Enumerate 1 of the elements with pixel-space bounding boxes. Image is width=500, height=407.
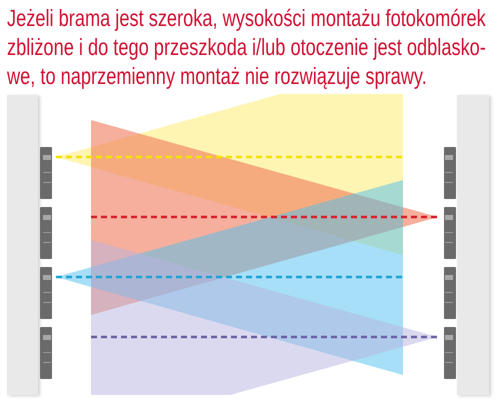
heading: Jeżeli brama jest szeroka, wysokości montażu fotokomórek zbliżone i do tego przeszkoda i/lub otoczenie jest odblasko-we, to naprzemienny montaż nie rozwiązuje sprawy. bbox=[7, 4, 487, 91]
